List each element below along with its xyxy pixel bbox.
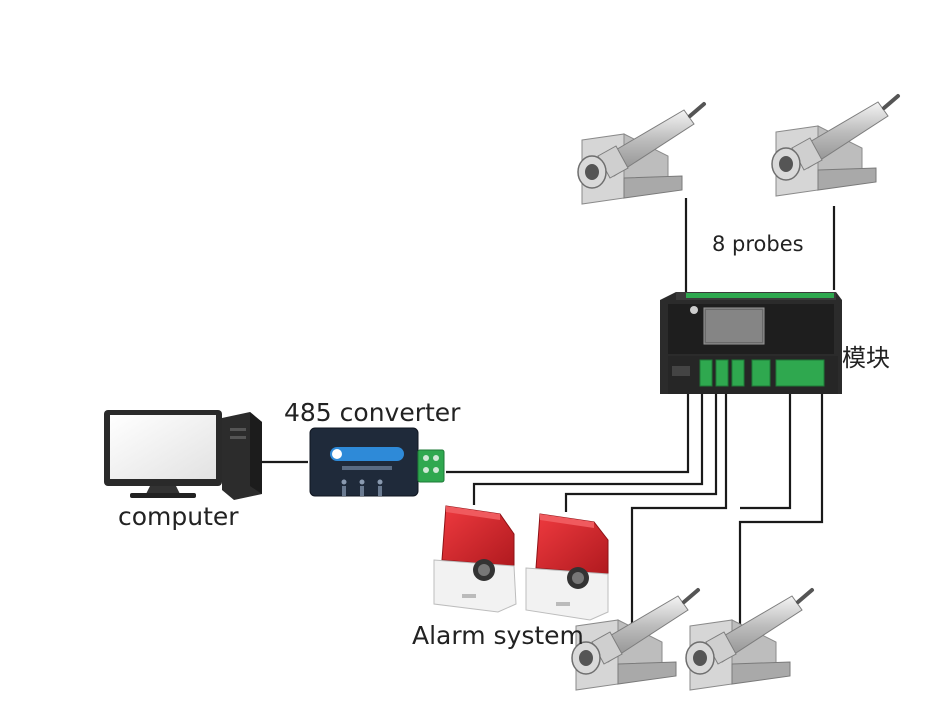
alarm-icon-1 (433, 505, 517, 613)
alarm-icon-2 (525, 513, 609, 621)
wire-probe-3-module (630, 392, 728, 628)
probe-icon-2 (770, 94, 900, 198)
probe-icon-1 (576, 102, 706, 206)
module-label: 模块 (842, 344, 890, 372)
wires (262, 198, 836, 628)
wire-module-extra (740, 392, 792, 510)
probe-icon-4 (684, 588, 814, 692)
probes-label: 8 probes (712, 232, 804, 256)
wire-probe-4-module (738, 392, 824, 626)
converter-label: 485 converter (284, 398, 461, 427)
module-icon (660, 292, 842, 394)
converter-icon (309, 427, 445, 497)
alarm-label: Alarm system (412, 621, 584, 650)
computer-label: computer (118, 502, 239, 531)
wire-alarm-1-module (472, 392, 704, 505)
wire-alarm-2-module (564, 392, 718, 512)
wire-converter-module (446, 392, 690, 474)
computer-icon (104, 410, 262, 500)
